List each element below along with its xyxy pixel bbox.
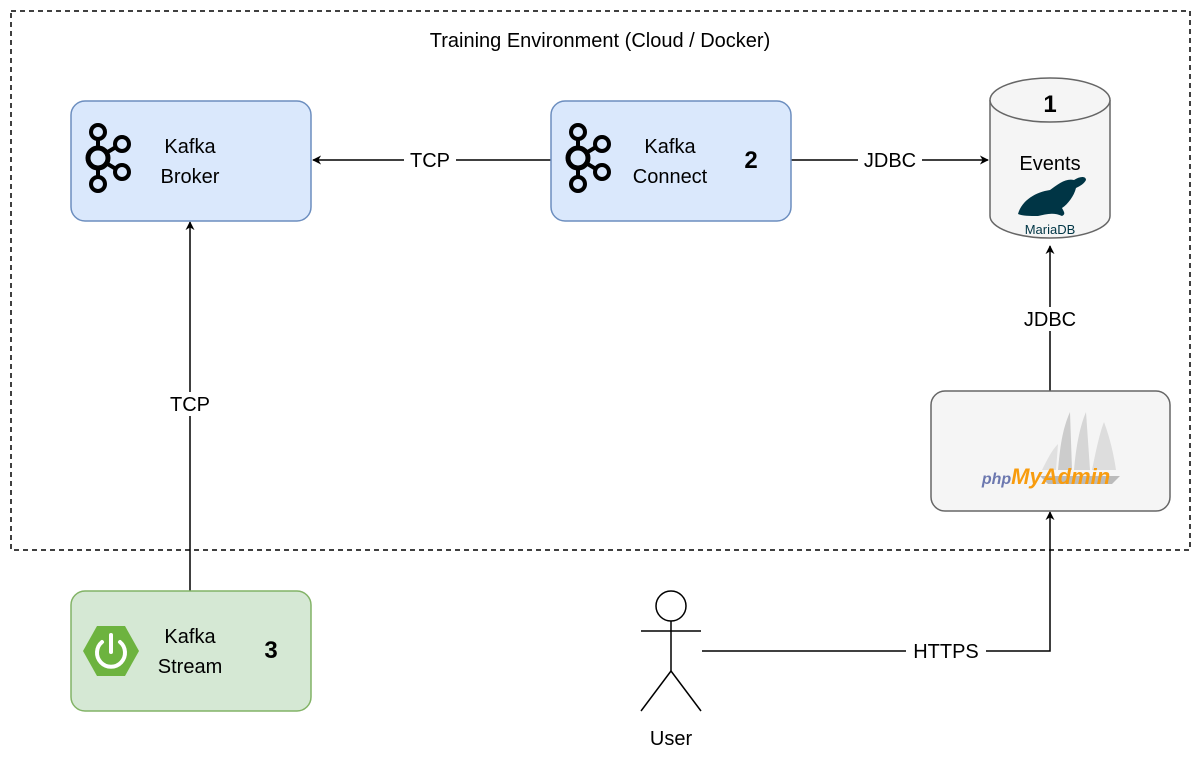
node-label-line1: Kafka bbox=[644, 136, 696, 158]
logo-text-myadmin: MyAdmin bbox=[1011, 464, 1110, 489]
node-label-line2: Broker bbox=[161, 166, 220, 188]
edge-label-tcp: TCP bbox=[410, 150, 450, 172]
node-label: Events bbox=[1019, 153, 1080, 175]
training-environment-boundary: Training Environment (Cloud / Docker) bbox=[10, 10, 1191, 551]
node-label-line1: Kafka bbox=[164, 626, 216, 648]
edge-connect-to-db[interactable]: JDBC bbox=[791, 148, 989, 172]
phpmyadmin-sailboat-icon bbox=[1040, 412, 1120, 484]
edge-label-tcp: TCP bbox=[170, 394, 210, 416]
node-user[interactable]: User bbox=[640, 590, 702, 750]
edge-label-https: HTTPS bbox=[913, 641, 979, 663]
logo-text-php: php bbox=[981, 471, 1012, 488]
node-phpmyadmin[interactable]: phpMyAdmin bbox=[930, 390, 1171, 512]
edge-label-jdbc: JDBC bbox=[864, 150, 916, 172]
edge-connect-to-broker[interactable]: TCP bbox=[312, 148, 551, 172]
mariadb-logo-text: MariaDB bbox=[1025, 222, 1076, 237]
edge-label-jdbc: JDBC bbox=[1024, 309, 1076, 331]
phpmyadmin-logo-text: phpMyAdmin bbox=[981, 464, 1110, 489]
spring-power-icon bbox=[83, 626, 139, 676]
stick-figure-icon bbox=[640, 590, 702, 712]
node-number-badge: 3 bbox=[264, 637, 277, 664]
node-number-badge: 1 bbox=[1043, 91, 1056, 118]
edge-phpmyadmin-to-db[interactable]: JDBC bbox=[1018, 245, 1082, 391]
edge-user-to-phpmyadmin[interactable]: HTTPS bbox=[702, 511, 1055, 663]
node-number-badge: 2 bbox=[744, 147, 757, 174]
node-label-line1: Kafka bbox=[164, 136, 216, 158]
node-label-line2: Connect bbox=[633, 166, 708, 188]
user-label: User bbox=[650, 728, 693, 750]
node-kafka-connect[interactable]: Kafka Connect 2 bbox=[550, 100, 792, 222]
node-events-db[interactable]: 1 Events MariaDB bbox=[989, 77, 1111, 239]
environment-title: Training Environment (Cloud / Docker) bbox=[430, 30, 771, 52]
node-kafka-broker[interactable]: Kafka Broker bbox=[70, 100, 312, 222]
node-label-line2: Stream bbox=[158, 656, 222, 678]
edge-stream-to-broker[interactable]: TCP bbox=[164, 221, 216, 591]
node-kafka-stream[interactable]: Kafka Stream 3 bbox=[70, 590, 312, 712]
mariadb-seal-icon bbox=[1018, 177, 1086, 216]
